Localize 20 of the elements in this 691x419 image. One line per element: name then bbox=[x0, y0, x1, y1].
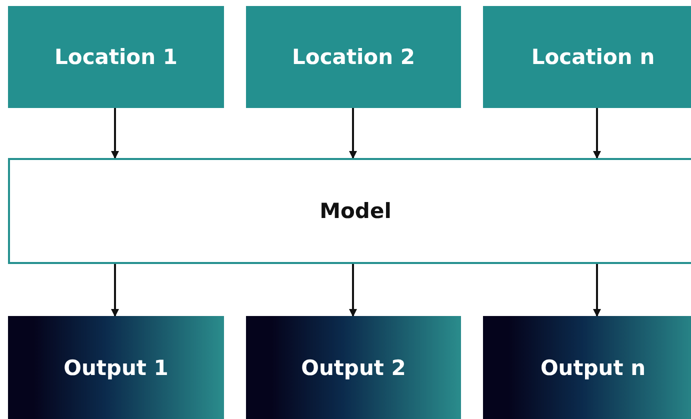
output-box bbox=[483, 316, 691, 419]
arrow bbox=[349, 108, 357, 159]
location-box bbox=[246, 6, 461, 108]
node-label: Output n bbox=[540, 356, 646, 380]
location-box bbox=[8, 6, 224, 108]
arrow bbox=[111, 108, 119, 159]
model-box bbox=[8, 158, 691, 264]
arrow bbox=[349, 264, 357, 317]
output-box bbox=[8, 316, 224, 419]
output-box bbox=[246, 316, 461, 419]
arrow bbox=[593, 264, 601, 317]
node-label: Output 1 bbox=[64, 356, 168, 380]
node-label: Output 2 bbox=[301, 356, 406, 380]
arrow bbox=[111, 264, 119, 317]
node-label: Location 1 bbox=[54, 45, 178, 69]
node-label: Location n bbox=[531, 45, 655, 69]
node-label: Model bbox=[320, 199, 392, 223]
node-label: Location 2 bbox=[292, 45, 415, 69]
arrow bbox=[593, 108, 601, 159]
location-box bbox=[483, 6, 691, 108]
